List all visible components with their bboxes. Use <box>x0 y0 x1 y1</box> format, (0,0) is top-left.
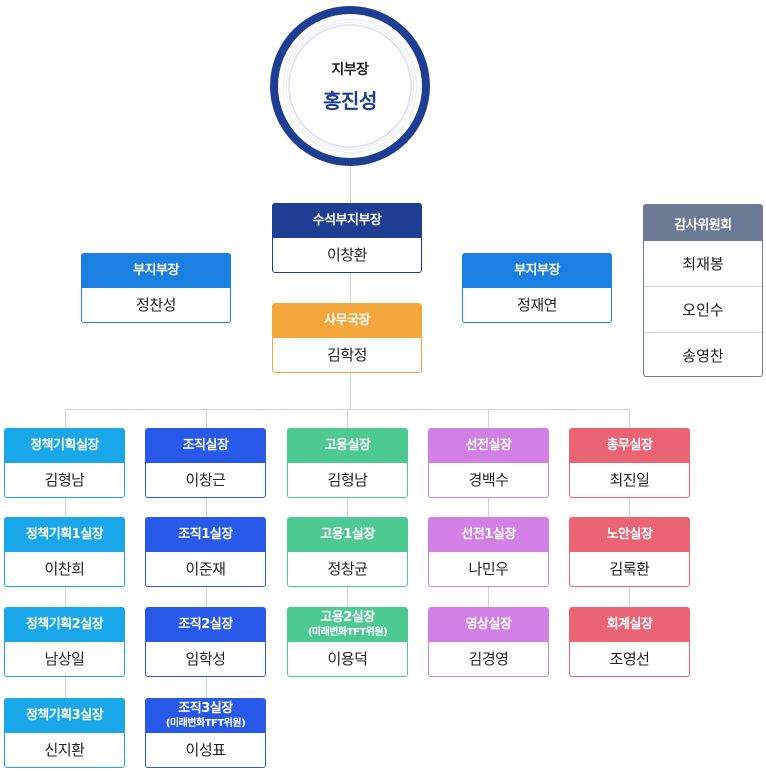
dept-title: 정책기획3실장 <box>5 699 124 733</box>
dept-head-name: 이찬희 <box>44 559 85 578</box>
vice-left-name: 정찬성 <box>136 295 176 314</box>
col3-box2: 고용1실장 정창균 <box>287 517 408 587</box>
dept-title-text: 정책기획실장 <box>30 438 99 453</box>
senior-vice-title: 수석부지부장 <box>273 204 421 238</box>
col5-box3: 회계실장 조영선 <box>569 607 690 677</box>
dept-title: 총무실장 <box>570 429 689 463</box>
audit-member: 최재봉 <box>682 255 724 273</box>
dept-title-sub: (미래변화TFT위원) <box>307 626 388 638</box>
col4-box1: 선전실장 경백수 <box>428 428 549 498</box>
dept-head-name: 정창균 <box>327 559 368 578</box>
audit-member: 오인수 <box>644 286 762 332</box>
dept-title: 정책기획실장 <box>5 429 124 463</box>
audit-committee-box: 감사위원회 최재봉 오인수 송영찬 <box>643 204 763 377</box>
secretary-box: 사무국장 김학정 <box>272 303 422 373</box>
dept-title: 조직3실장 (미래변화TFT위원) <box>146 699 265 733</box>
dept-title-text: 노안실장 <box>606 527 653 542</box>
dept-title-text: 조직실장 <box>182 438 229 453</box>
dept-title: 선전실장 <box>429 429 548 463</box>
chief-title: 지부장 <box>331 61 369 78</box>
vice-left-box: 부지부장 정찬성 <box>81 253 231 323</box>
dept-title-text: 고용실장 <box>324 438 371 453</box>
dept-head-name: 이용덕 <box>327 649 368 668</box>
chief-circle-ring: 지부장 홍진성 <box>278 14 422 158</box>
dept-head-name: 김록환 <box>609 559 650 578</box>
dept-title: 조직1실장 <box>146 518 265 552</box>
chief-circle-inner: 지부장 홍진성 <box>288 24 412 148</box>
dept-head-name: 신지환 <box>44 740 85 759</box>
vice-right-name: 정재연 <box>517 295 557 314</box>
col4-box2: 선전1실장 나민우 <box>428 517 549 587</box>
dept-title-text: 조직1실장 <box>178 527 233 542</box>
dept-head-name: 조영선 <box>609 649 650 668</box>
dept-title: 회계실장 <box>570 608 689 642</box>
dept-head-name: 나민우 <box>468 559 509 578</box>
dept-head-name: 이성표 <box>185 740 226 759</box>
dept-title-text: 영상실장 <box>465 617 512 632</box>
dept-head-name: 남상일 <box>44 649 85 668</box>
col2-box2: 조직1실장 이준재 <box>145 517 266 587</box>
dept-title: 고용2실장 (미래변화TFT위원) <box>288 608 407 642</box>
dept-head-name: 이준재 <box>185 559 226 578</box>
dept-head-name: 임학성 <box>185 649 226 668</box>
dept-title-text: 정책기획2실장 <box>25 617 104 632</box>
audit-title: 감사위원회 <box>644 205 762 241</box>
dept-title-text: 조직3실장 <box>178 700 233 716</box>
col1-box1: 정책기획실장 김형남 <box>4 428 125 498</box>
dept-title: 조직2실장 <box>146 608 265 642</box>
dept-title-text: 고용1실장 <box>320 527 375 542</box>
col2-box4: 조직3실장 (미래변화TFT위원) 이성표 <box>145 698 266 768</box>
col5-box1: 총무실장 최진일 <box>569 428 690 498</box>
audit-member: 송영찬 <box>644 332 762 378</box>
dept-title: 노안실장 <box>570 518 689 552</box>
dept-head-name: 경백수 <box>468 470 509 489</box>
dept-title-text: 회계실장 <box>606 617 653 632</box>
dept-title-text: 조직2실장 <box>178 617 233 632</box>
dept-head-name: 김경영 <box>468 649 509 668</box>
col2-box1: 조직실장 이창근 <box>145 428 266 498</box>
dept-title: 정책기획2실장 <box>5 608 124 642</box>
dept-title: 조직실장 <box>146 429 265 463</box>
vice-right-title: 부지부장 <box>463 254 611 288</box>
dept-title: 선전1실장 <box>429 518 548 552</box>
dept-title: 영상실장 <box>429 608 548 642</box>
vice-left-title: 부지부장 <box>82 254 230 288</box>
dept-title-text: 선전1실장 <box>461 527 516 542</box>
vice-right-box: 부지부장 정재연 <box>462 253 612 323</box>
col2-box3: 조직2실장 임학성 <box>145 607 266 677</box>
dept-title: 정책기획1실장 <box>5 518 124 552</box>
chief-name: 홍진성 <box>323 88 377 113</box>
dept-title-text: 정책기획1실장 <box>25 527 104 542</box>
dept-title-text: 정책기획3실장 <box>25 708 104 723</box>
secretary-title: 사무국장 <box>273 304 421 338</box>
dept-title-sub: (미래변화TFT위원) <box>165 717 246 729</box>
chief-circle: 지부장 홍진성 <box>270 6 430 166</box>
senior-vice-name: 이창환 <box>327 245 367 264</box>
col1-box3: 정책기획2실장 남상일 <box>4 607 125 677</box>
connector-main-vertical <box>350 166 351 409</box>
dept-head-name: 김형남 <box>327 470 368 489</box>
col3-box1: 고용실장 김형남 <box>287 428 408 498</box>
dept-head-name: 최진일 <box>609 470 650 489</box>
dept-title-text: 총무실장 <box>606 438 653 453</box>
dept-head-name: 이창근 <box>185 470 226 489</box>
secretary-name: 김학정 <box>327 345 367 364</box>
senior-vice-box: 수석부지부장 이창환 <box>272 203 422 273</box>
dept-title-text: 선전실장 <box>465 438 512 453</box>
col4-box3: 영상실장 김경영 <box>428 607 549 677</box>
col1-box2: 정책기획1실장 이찬희 <box>4 517 125 587</box>
dept-title: 고용1실장 <box>288 518 407 552</box>
dept-head-name: 김형남 <box>44 470 85 489</box>
col3-box3: 고용2실장 (미래변화TFT위원) 이용덕 <box>287 607 408 677</box>
dept-title-text: 고용2실장 <box>320 609 375 625</box>
col1-box4: 정책기획3실장 신지환 <box>4 698 125 768</box>
dept-title: 고용실장 <box>288 429 407 463</box>
col5-box2: 노안실장 김록환 <box>569 517 690 587</box>
